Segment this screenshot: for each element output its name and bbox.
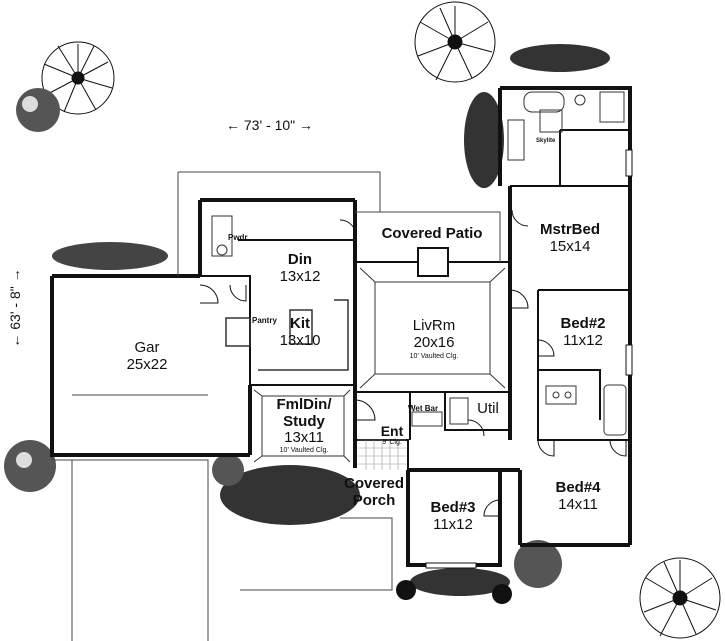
room-entry: Ent 9' Clg.	[376, 423, 408, 447]
vaulted-ceiling	[253, 267, 506, 463]
tree-top-left	[41, 41, 115, 115]
tree-bottom-right	[639, 557, 721, 639]
entry-floor	[358, 439, 406, 470]
shrub-bottom-left	[4, 440, 56, 492]
room-size: 15x14	[549, 237, 591, 255]
shrub-top-left	[16, 88, 60, 132]
room-utility: Util	[470, 400, 506, 418]
room-name: LivRm	[412, 317, 456, 334]
room-note: 10' Vaulted Clg.	[279, 446, 329, 454]
room-name: Gar	[134, 339, 160, 356]
room-garage: Gar 25x22	[112, 339, 182, 373]
kitchen-counters	[225, 299, 349, 371]
shrub-bottom-right	[514, 540, 562, 588]
shrub-top-right	[464, 44, 610, 188]
room-bed2: Bed#2 11x12	[548, 315, 618, 349]
exterior-walls	[50, 86, 632, 567]
room-name: Bed#3	[430, 499, 476, 516]
room-name: Din	[287, 251, 313, 268]
room-family-dining-study: FmlDin/ Study 13x11 10' Vaulted Clg.	[266, 396, 342, 454]
room-kitchen: Kit 13x10	[262, 315, 338, 349]
master-bath-fixtures	[507, 91, 625, 161]
room-name-line2: Study	[283, 412, 325, 430]
width-dimension-label: ← 73' - 10" →	[226, 117, 314, 133]
shrub-left	[52, 242, 168, 270]
door-swings	[199, 209, 627, 517]
room-size: 13x11	[284, 429, 324, 446]
room-name: Kit	[290, 315, 310, 332]
utility-fixtures	[411, 397, 469, 427]
room-name-line1: Covered	[343, 475, 405, 492]
room-name: Covered Patio	[381, 225, 483, 242]
room-name: Bed#4	[555, 479, 601, 496]
room-size: 20x16	[413, 333, 455, 351]
room-powder-label: Pwdr	[228, 233, 248, 242]
interior-walls	[200, 129, 630, 470]
room-size: 14x11	[558, 495, 598, 513]
room-name: Ent	[380, 423, 404, 439]
driveway	[51, 394, 393, 641]
room-name: Util	[477, 400, 499, 417]
room-wet-bar-label: Wet Bar	[408, 404, 439, 413]
room-covered-porch: Covered Porch	[336, 475, 412, 509]
room-size: 25x22	[126, 355, 168, 373]
room-size: 13x10	[279, 331, 321, 349]
tree-top-center	[414, 1, 496, 83]
room-covered-patio: Covered Patio	[376, 225, 488, 243]
fireplace	[417, 247, 449, 277]
powder-fixtures	[211, 215, 233, 257]
windows	[425, 149, 633, 569]
room-name: MstrBed	[539, 221, 600, 238]
room-size: 11x12	[563, 331, 603, 349]
room-skylite-label: Skylite	[536, 138, 556, 144]
room-bed4: Bed#4 14x11	[540, 479, 616, 513]
hall-bath-fixtures	[545, 384, 627, 436]
room-note: 9' Clg.	[382, 439, 402, 447]
room-name-line2: Porch	[352, 491, 396, 509]
room-name-line1: FmlDin/	[276, 396, 332, 413]
room-name: Bed#2	[560, 315, 606, 332]
room-note: 10' Vaulted Clg.	[409, 353, 459, 360]
room-living-room: LivRm 20x16 10' Vaulted Clg.	[394, 317, 474, 361]
shrubs-front	[212, 454, 512, 604]
room-master-bed: MstrBed 15x14	[530, 221, 610, 255]
room-pantry-label: Pantry	[252, 316, 277, 325]
patio-outline	[177, 171, 501, 276]
room-size: 13x12	[279, 267, 321, 285]
room-dining: Din 13x12	[268, 251, 332, 285]
room-bed3: Bed#3 11x12	[420, 499, 486, 533]
depth-dimension-label: ← 63' - 8" →	[7, 268, 23, 348]
room-size: 11x12	[433, 515, 473, 533]
